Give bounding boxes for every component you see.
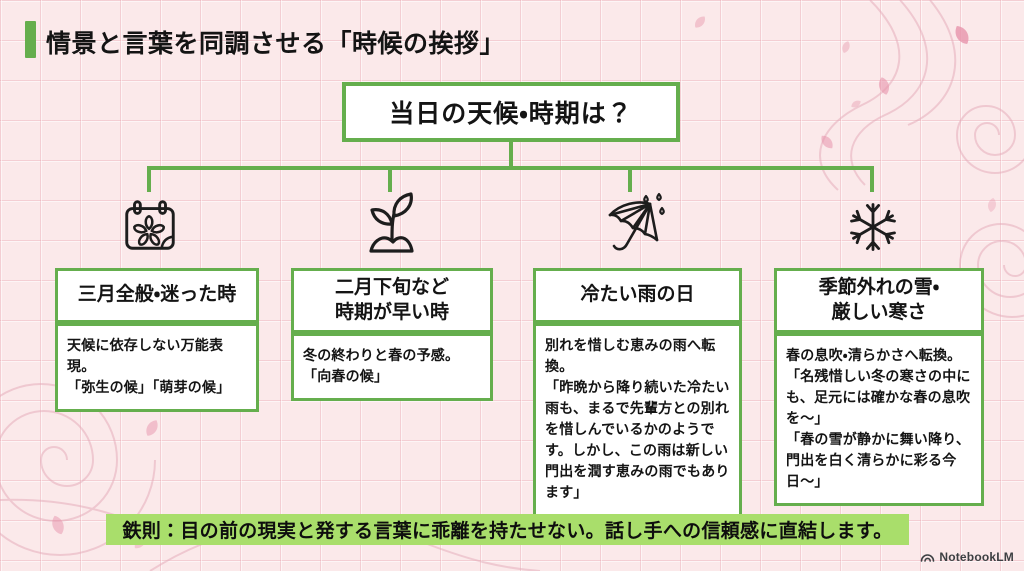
branch-card-body: 春の息吹・清らかさへ転換。 「名残惜しい冬の寒さの中にも、足元には確かな春の息吹… bbox=[777, 333, 981, 503]
connector-drop-4 bbox=[870, 166, 874, 192]
branch-card-header: 季節外れの雪・ 厳しい寒さ bbox=[777, 271, 981, 334]
branch-card-early-period: 二月下旬など 時期が早い時 冬の終わりと春の予感。 「向春の候」 bbox=[291, 268, 493, 402]
branch-card-body: 冬の終わりと春の予感。 「向春の候」 bbox=[294, 333, 490, 398]
connector-stem bbox=[509, 142, 513, 168]
umbrella-rain-icon bbox=[600, 192, 668, 260]
connector-drop-3 bbox=[628, 166, 632, 192]
snowflake-icon bbox=[843, 196, 903, 258]
root-node-label: 当日の天候・時期は？ bbox=[389, 100, 633, 128]
rule-banner: 鉄則：目の前の現実と発する言葉に乖離を持たせない。話し手への信頼感に直結します。 bbox=[106, 514, 909, 545]
connector-drop-2 bbox=[388, 166, 392, 192]
branch-card-unseasonal-snow: 季節外れの雪・ 厳しい寒さ 春の息吹・清らかさへ転換。 「名残惜しい冬の寒さの中… bbox=[774, 268, 984, 507]
branch-card-header: 冷たい雨の日 bbox=[536, 271, 739, 323]
branch-card-body: 天候に依存しない万能表現。 「弥生の候」「萌芽の候」 bbox=[58, 323, 256, 409]
branch-card-march-general: 三月全般・迷った時 天候に依存しない万能表現。 「弥生の候」「萌芽の候」 bbox=[55, 268, 259, 412]
branch-card-header: 二月下旬など 時期が早い時 bbox=[294, 271, 490, 334]
branch-card-header: 三月全般・迷った時 bbox=[58, 271, 256, 323]
title-accent-bar bbox=[25, 21, 36, 58]
connector-drop-1 bbox=[147, 166, 151, 192]
branch-card-cold-rain: 冷たい雨の日 別れを惜しむ恵みの雨へ転換。 「昨晩から降り続いた冷たい雨も、まる… bbox=[533, 268, 742, 517]
calendar-sakura-icon bbox=[119, 194, 181, 256]
brand-label: NotebookLM bbox=[939, 550, 1014, 564]
root-node: 当日の天候・時期は？ bbox=[342, 82, 680, 142]
branch-card-body: 別れを惜しむ恵みの雨へ転換。 「昨晩から降り続いた冷たい雨も、まるで先輩方との別… bbox=[536, 323, 739, 514]
sprout-icon bbox=[359, 192, 423, 258]
rule-banner-text: 鉄則：目の前の現実と発する言葉に乖離を持たせない。話し手への信頼感に直結します。 bbox=[122, 521, 893, 542]
connector-crossbar bbox=[147, 166, 874, 170]
page-title: 情景と言葉を同調させる「時候の挨拶」 bbox=[46, 30, 506, 58]
notebooklm-icon bbox=[921, 554, 935, 562]
brand: NotebookLM bbox=[920, 550, 1014, 564]
